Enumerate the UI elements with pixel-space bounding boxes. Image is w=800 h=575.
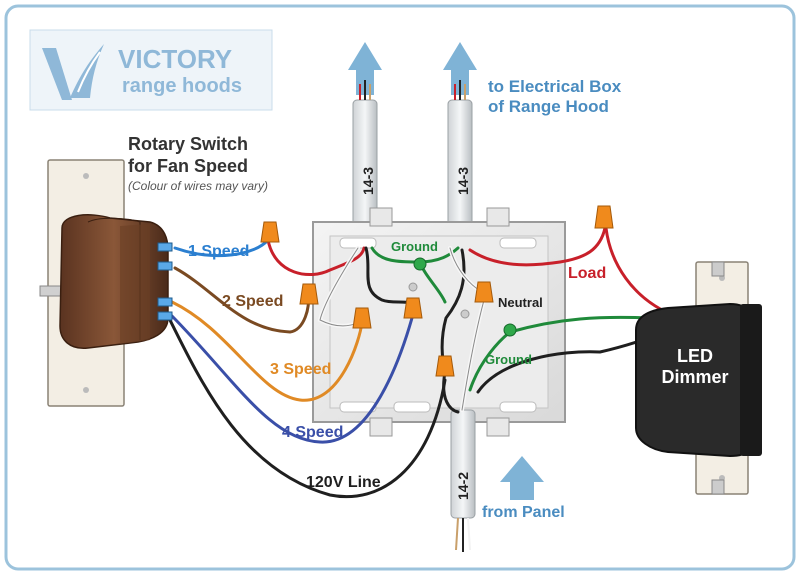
wire-nut-5 (474, 281, 494, 303)
ground-connector-top (413, 257, 427, 271)
to-box-label-1: to Electrical Box (488, 77, 622, 96)
switch-title-1: Rotary Switch (128, 134, 248, 154)
cable-14-2-bottom (450, 409, 476, 552)
victory-logo: VICTORY range hoods (29, 29, 273, 111)
switch-note: (Colour of wires may vary) (128, 179, 268, 193)
cable-label-top-right: 14-3 (455, 167, 471, 195)
wire-nuts (260, 205, 614, 377)
speed1-wire (173, 238, 270, 258)
speed4-label: 4 Speed (282, 424, 343, 441)
speed1-label: 1 Speed (188, 243, 249, 260)
flame-icon (42, 44, 104, 100)
wire-nut-4 (403, 297, 423, 319)
cable-label-bottom: 14-2 (455, 472, 471, 500)
up-arrow-right (443, 42, 477, 95)
switch-terminals (157, 242, 173, 321)
up-arrow-left (348, 42, 382, 95)
cable-14-3-right (447, 80, 473, 251)
switch-body (59, 214, 169, 349)
speed3-label: 3 Speed (270, 361, 331, 378)
ground-connector-right (503, 323, 517, 337)
neutral-label: Neutral (498, 295, 543, 310)
line-wire (163, 308, 447, 499)
ground-label-right: Ground (485, 352, 532, 367)
dimmer-label-1: LED (677, 346, 713, 366)
outer-frame (4, 4, 796, 571)
switch-title-2: for Fan Speed (128, 156, 248, 176)
load-wire-dimmer (604, 226, 682, 320)
red-wire-switch (266, 238, 366, 277)
rotary-switch (39, 159, 173, 407)
load-label: Load (568, 265, 606, 282)
led-dimmer (635, 261, 762, 495)
to-box-label-2: of Range Hood (488, 97, 609, 116)
ground-label-top: Ground (391, 239, 438, 254)
wire-nut-1 (260, 221, 280, 243)
dimmer-label-2: Dimmer (661, 367, 728, 387)
red-wire-box (468, 226, 607, 267)
wire-nut-2 (299, 283, 319, 305)
cable-label-top-left: 14-3 (360, 167, 376, 195)
up-arrow-from-panel (500, 456, 544, 500)
speed3-wire (170, 300, 364, 402)
speed4-wire (170, 314, 414, 444)
logo-tagline: range hoods (122, 75, 242, 97)
speed2-wire (173, 266, 310, 334)
line-label: 120V Line (306, 474, 381, 491)
wire-nut-7 (594, 205, 614, 229)
from-panel-label: from Panel (482, 504, 565, 521)
wire-nut-3 (352, 307, 372, 329)
speed2-label: 2 Speed (222, 293, 283, 310)
wire-nut-6 (435, 355, 455, 377)
logo-brand-name: VICTORY (118, 44, 232, 74)
